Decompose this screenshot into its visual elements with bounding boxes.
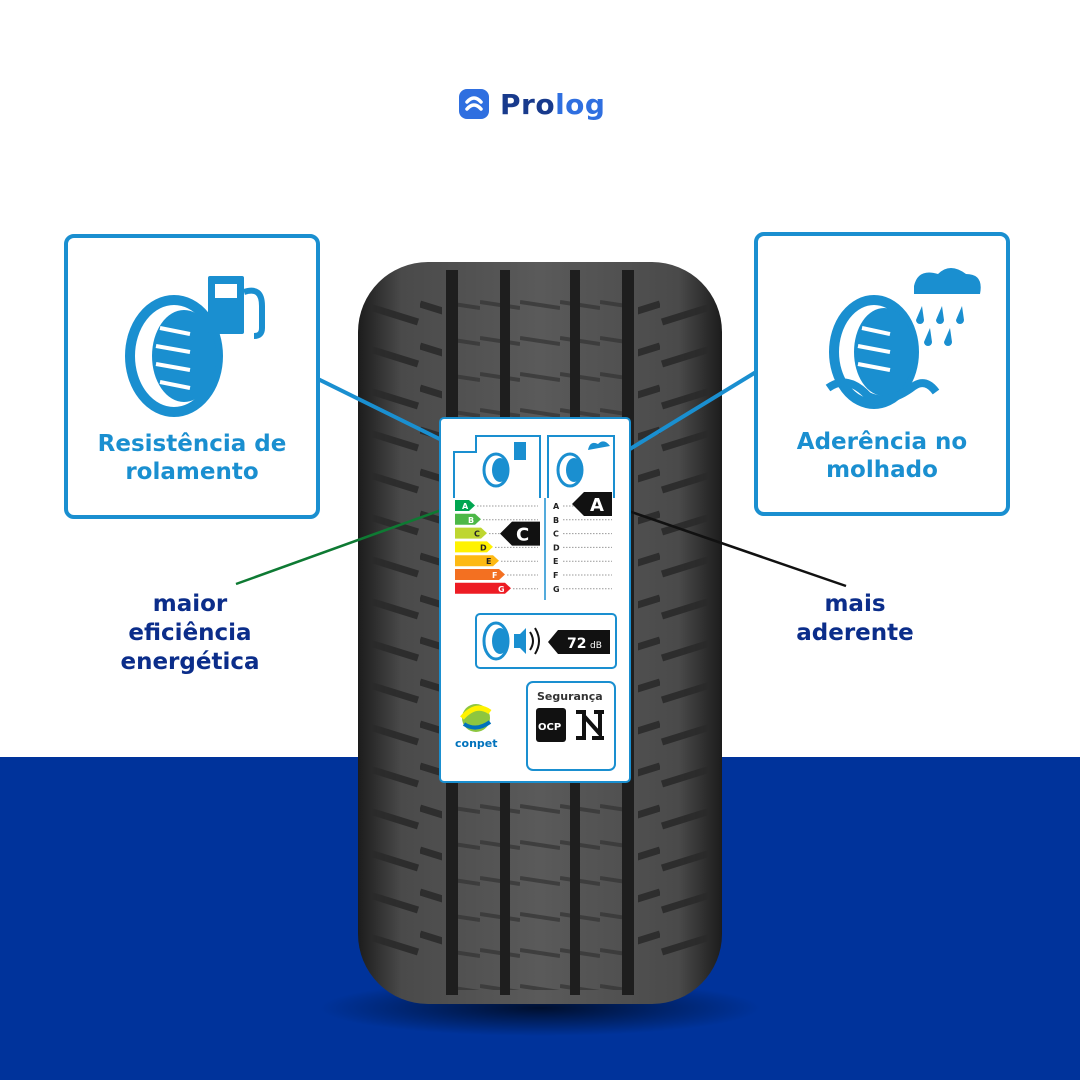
inmetro-mark — [572, 710, 606, 740]
callout-wet-grip: Aderência no molhado — [754, 232, 1010, 516]
noise-unit: dB — [590, 641, 602, 651]
wet-grade-letter: D — [553, 543, 560, 552]
wet-grade-letter: B — [553, 516, 559, 525]
wet-grade-letter: A — [553, 502, 560, 511]
wet-rating-letter: A — [590, 495, 604, 516]
green-pointer-line — [235, 502, 459, 586]
tire-rain-icon — [825, 268, 981, 409]
prolog-wordmark: Prolog — [500, 87, 606, 121]
conpet-logo: conpet — [455, 704, 498, 750]
fuel-grade-letter: E — [486, 557, 491, 566]
fuel-grade-letter: G — [498, 585, 505, 594]
callout-rolling-resistance: Resistência de rolamento — [64, 234, 320, 519]
wet-grade-letter: F — [553, 571, 558, 580]
right-connector-line — [610, 370, 758, 462]
prolog-logo-icon — [459, 89, 489, 119]
fuel-grade-letter: F — [492, 571, 497, 580]
tire-fuel-icon — [125, 276, 265, 417]
wet-grade-letter: E — [553, 557, 558, 566]
fuel-rating-letter: C — [516, 525, 529, 546]
noise-value-badge — [548, 630, 610, 654]
fuel-grade-letter: B — [468, 516, 474, 525]
label-rain-icon — [556, 441, 610, 488]
fuel-grade-bar — [455, 513, 481, 525]
label-noise-icon — [482, 621, 540, 661]
fuel-grade-letter: C — [474, 530, 480, 539]
fuel-grade-letter: D — [480, 543, 487, 552]
fuel-grade-bar — [455, 500, 475, 511]
annotation-energy-efficiency: maior eficiência energética — [120, 591, 260, 675]
label-fuel-icon — [482, 442, 526, 488]
ocp-text: OCP — [538, 722, 561, 733]
black-pointer-line — [613, 504, 847, 588]
wet-grade-letter: G — [553, 585, 560, 594]
callout-rolling-resistance-line2: rolamento — [125, 459, 259, 485]
callout-rolling-resistance-line1: Resistência de — [97, 431, 287, 457]
callout-wet-grip-line2: molhado — [826, 457, 938, 483]
wet-rating-badge — [572, 492, 612, 516]
fuel-rating-badge — [500, 521, 540, 546]
safety-title: Segurança — [537, 690, 603, 703]
fuel-grade-bar — [455, 527, 487, 539]
safety-box — [526, 681, 616, 771]
fuel-grade-bar — [455, 541, 493, 553]
callout-wet-grip-line1: Aderência no — [796, 429, 968, 455]
fuel-grade-bar — [455, 582, 511, 594]
fuel-grade-bar — [455, 569, 505, 580]
annotation-more-grip: mais aderente — [796, 591, 914, 646]
fuel-grade-bar — [455, 555, 499, 567]
noise-value: 72 — [567, 636, 586, 652]
wet-grade-letter: C — [553, 530, 559, 539]
svg-text:conpet: conpet — [455, 737, 498, 750]
prolog-logo: Prolog — [458, 84, 605, 124]
fuel-grade-letter: A — [462, 502, 469, 511]
ocp-badge — [536, 708, 566, 742]
